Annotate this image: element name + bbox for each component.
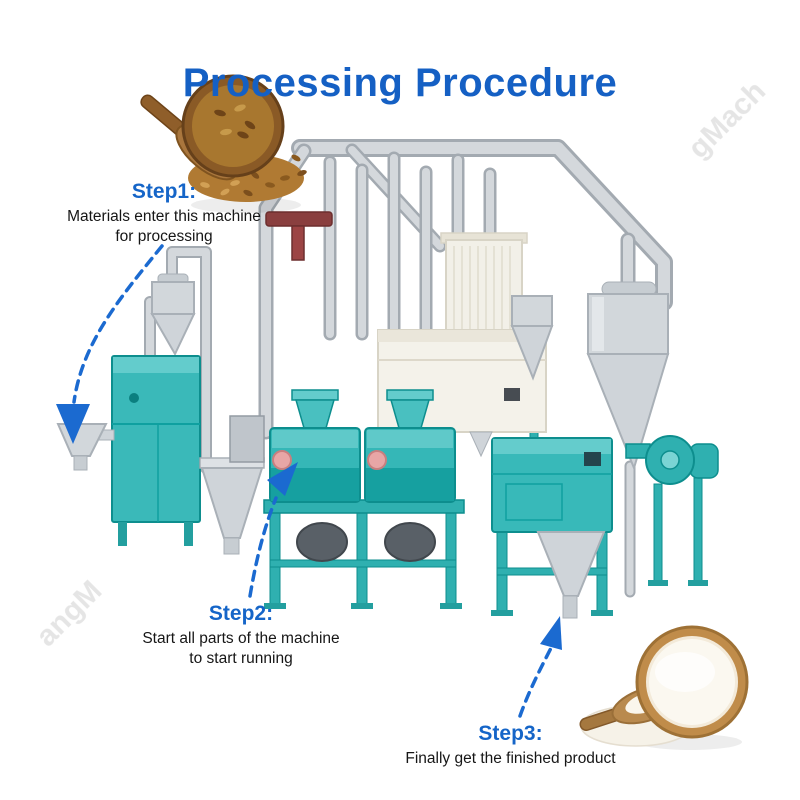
- page-title: Processing Procedure: [182, 60, 618, 105]
- step1-text-line1: Materials enter this machine: [67, 208, 261, 225]
- grain-hopper: [199, 457, 265, 555]
- step3-label: Step3:: [478, 722, 543, 745]
- cleaning-machine: [56, 355, 201, 546]
- fan-blower: [625, 435, 719, 586]
- step2-label: Step2:: [208, 602, 274, 625]
- step2-block: Step2: Start all parts of the machine to…: [96, 602, 386, 669]
- roller-mill-2: [364, 389, 456, 503]
- step1-text-line2: for processing: [115, 227, 213, 245]
- step3-block: Step3: Finally get the finished product: [368, 722, 653, 769]
- cyclone-small-left: [150, 273, 196, 357]
- step1-arrow: [56, 244, 164, 444]
- cyclone-small-mid: [510, 295, 554, 381]
- discharge-machine: [491, 437, 613, 619]
- motor: [296, 522, 348, 562]
- mill-stand: [263, 499, 465, 609]
- step2-text-line2: to start running: [189, 649, 293, 667]
- step2-text-line1: Start all parts of the machine: [142, 630, 340, 647]
- motor: [384, 522, 436, 562]
- wheat-bowl-photo: [140, 74, 307, 213]
- discharge-cone: [536, 531, 606, 619]
- feed-funnel: [56, 423, 108, 471]
- step2-arrow: [248, 462, 298, 598]
- step3-arrow: [518, 616, 562, 718]
- step1-block: Step1: Materials enter this machine for …: [28, 180, 300, 247]
- bag-filter-tower: [440, 232, 528, 335]
- step1-label: Step1:: [131, 180, 197, 203]
- flour-bowl-photo: [579, 625, 749, 750]
- red-pipe: [265, 211, 333, 261]
- control-box: [229, 415, 265, 463]
- step3-text-line1: Finally get the finished product: [405, 750, 616, 767]
- cyclone-large-right: [586, 281, 670, 472]
